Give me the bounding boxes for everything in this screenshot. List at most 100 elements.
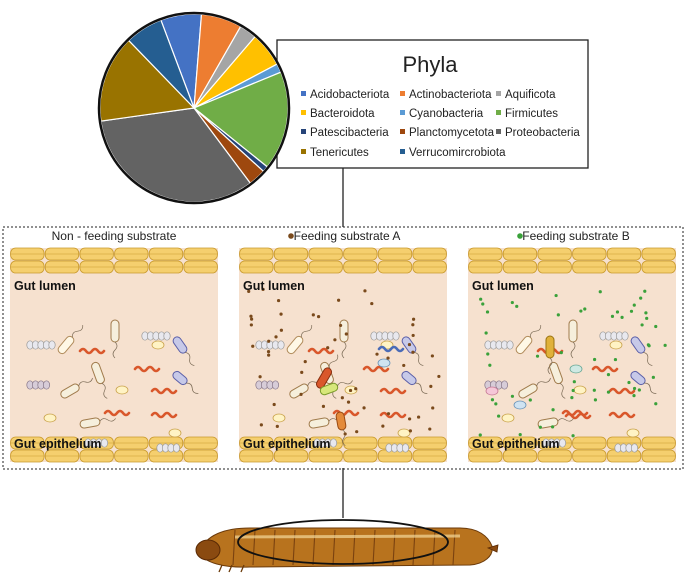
substrate-particle bbox=[497, 414, 501, 418]
microbiota bbox=[26, 319, 199, 453]
substrate-particle bbox=[510, 300, 514, 305]
bacterium-coccus bbox=[501, 413, 515, 423]
substrate-particle bbox=[518, 432, 522, 437]
bacterium-coccus bbox=[272, 413, 286, 423]
legend-swatch bbox=[301, 91, 306, 96]
larva-segment bbox=[232, 529, 236, 566]
substrate-particle bbox=[343, 432, 347, 436]
panels-frame bbox=[2, 226, 684, 470]
substrate-particle bbox=[486, 352, 490, 356]
bacterium-chain bbox=[313, 438, 338, 448]
bacterium-spiral bbox=[608, 387, 636, 395]
legend-item: Actinobacteriota bbox=[400, 89, 492, 101]
gut-lumen-label: Gut lumen bbox=[14, 279, 76, 293]
legend-label: Bacteroidota bbox=[310, 108, 375, 120]
bacterium-chain bbox=[599, 331, 629, 341]
substrate-particle bbox=[592, 388, 596, 392]
substrate-particle bbox=[643, 289, 647, 293]
substrate-particle bbox=[411, 333, 415, 338]
panel-title-group: Feeding substrate B bbox=[517, 229, 630, 243]
legend-item: Cyanobacteria bbox=[400, 108, 484, 120]
substrate-particle bbox=[386, 356, 390, 360]
substrate-particle bbox=[430, 354, 434, 358]
bacterium-coccus bbox=[485, 386, 499, 396]
legend-label: Cyanobacteria bbox=[409, 108, 484, 120]
substrate-particle bbox=[411, 317, 416, 321]
mealworm-larva bbox=[195, 519, 499, 573]
bacterium-coccus bbox=[626, 428, 640, 438]
gut-lumen-area bbox=[10, 248, 218, 462]
bacterium-chain bbox=[484, 340, 514, 350]
bacterium-chain bbox=[255, 380, 280, 390]
bacterium-rod bbox=[630, 370, 657, 394]
substrate-particle bbox=[299, 392, 303, 396]
bacterium-spiral bbox=[332, 409, 360, 417]
substrate-particle bbox=[250, 317, 254, 321]
substrate-particle bbox=[279, 312, 283, 316]
substrate-particle bbox=[247, 289, 251, 293]
substrate-particle bbox=[583, 307, 587, 311]
bacterium-coccus bbox=[377, 358, 391, 368]
bacterium-rod bbox=[79, 417, 116, 429]
substrate-particle bbox=[311, 313, 315, 317]
substrate-particle bbox=[654, 402, 658, 406]
substrate-particle bbox=[632, 303, 636, 307]
bacterium-rod bbox=[286, 325, 313, 355]
substrate-particle bbox=[639, 296, 643, 300]
bacterium-spiral bbox=[362, 365, 390, 373]
substrate-particle bbox=[411, 323, 415, 327]
gut-lumen-area bbox=[468, 248, 676, 462]
legend-label: Acidobacteriota bbox=[310, 89, 390, 101]
bacterium-rod bbox=[630, 336, 653, 366]
substrate-particle bbox=[613, 357, 618, 362]
bacterium-spiral bbox=[103, 409, 131, 417]
legend-label: Actinobacteriota bbox=[409, 89, 492, 101]
substrate-particle bbox=[408, 417, 412, 421]
substrate-particle bbox=[481, 302, 485, 306]
legend-swatch bbox=[301, 149, 306, 154]
substrate-particle bbox=[416, 415, 421, 419]
substrate-particle bbox=[321, 404, 326, 408]
substrate-particle bbox=[644, 311, 648, 315]
bacterium-chain bbox=[26, 340, 56, 350]
bacterium-chain bbox=[385, 443, 410, 453]
larva-leg bbox=[218, 564, 223, 573]
bacterium-coccus bbox=[573, 385, 587, 395]
legend-label: Firmicutes bbox=[505, 108, 558, 120]
substrate-particle bbox=[279, 328, 283, 332]
bacterium-coccus bbox=[43, 413, 57, 423]
substrate-particle bbox=[647, 344, 651, 348]
bacterium-chain bbox=[370, 331, 400, 341]
substrate-particle bbox=[637, 388, 641, 392]
bacterium-rod bbox=[319, 380, 353, 396]
legend-item: Planctomycetota bbox=[400, 127, 495, 139]
substrate-particle bbox=[632, 386, 637, 391]
substrate-particle bbox=[651, 375, 655, 379]
panel-title-group: Feeding substrate A bbox=[288, 229, 400, 243]
substrate-particle bbox=[551, 408, 555, 412]
substrate-particle bbox=[431, 406, 435, 410]
substrate-particle bbox=[490, 398, 495, 402]
gut-epithelium-label: Gut epithelium bbox=[472, 437, 560, 451]
substrate-particle bbox=[535, 354, 540, 358]
substrate-particle bbox=[640, 323, 644, 327]
larva-leg bbox=[240, 564, 245, 573]
bacterium-rod bbox=[172, 370, 199, 394]
substrate-particle bbox=[261, 287, 265, 291]
legend-swatch bbox=[301, 110, 306, 115]
substrate-particle bbox=[362, 406, 366, 410]
substrate-particle bbox=[494, 402, 498, 406]
bacterium-chain bbox=[542, 438, 567, 448]
substrate-particle bbox=[592, 357, 597, 362]
substrate-particle bbox=[629, 309, 634, 313]
legend-swatch bbox=[301, 129, 306, 134]
bacterium-rod bbox=[91, 361, 108, 399]
substrate-particle bbox=[538, 425, 542, 429]
bacterium-chain bbox=[255, 340, 285, 350]
legend-swatch bbox=[496, 129, 501, 134]
bacterium-chain bbox=[156, 443, 181, 453]
substrate-particle bbox=[528, 398, 532, 402]
substrate-particle bbox=[510, 394, 515, 398]
